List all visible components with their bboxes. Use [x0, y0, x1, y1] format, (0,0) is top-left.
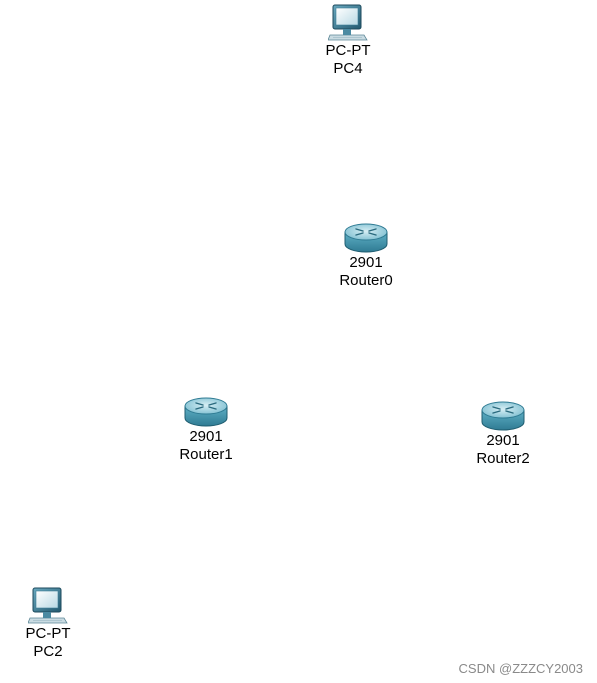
router-icon: [344, 223, 388, 253]
device-name-label: PC2: [33, 643, 63, 660]
pc-icon: [28, 587, 68, 624]
device-pc4[interactable]: PC-PT PC4: [303, 4, 393, 78]
device-name-label: Router0: [339, 272, 393, 289]
device-name-label: Router1: [179, 446, 233, 463]
router-icon: [481, 401, 525, 431]
device-model-label: PC-PT: [325, 42, 371, 59]
pc-icon: [328, 4, 368, 41]
device-name-label: PC4: [333, 60, 363, 77]
router-icon: [184, 397, 228, 427]
device-router0[interactable]: 2901 Router0: [321, 222, 411, 290]
device-name-label: Router2: [476, 450, 530, 467]
device-model-label: PC-PT: [25, 625, 71, 642]
device-model-label: 2901: [486, 432, 520, 449]
device-router1[interactable]: 2901 Router1: [161, 396, 251, 464]
device-router2[interactable]: 2901 Router2: [458, 400, 548, 468]
device-pc2[interactable]: PC-PT PC2: [3, 587, 93, 661]
device-model-label: 2901: [189, 428, 223, 445]
watermark: CSDN @ZZZCY2003: [458, 661, 583, 676]
device-model-label: 2901: [349, 254, 383, 271]
